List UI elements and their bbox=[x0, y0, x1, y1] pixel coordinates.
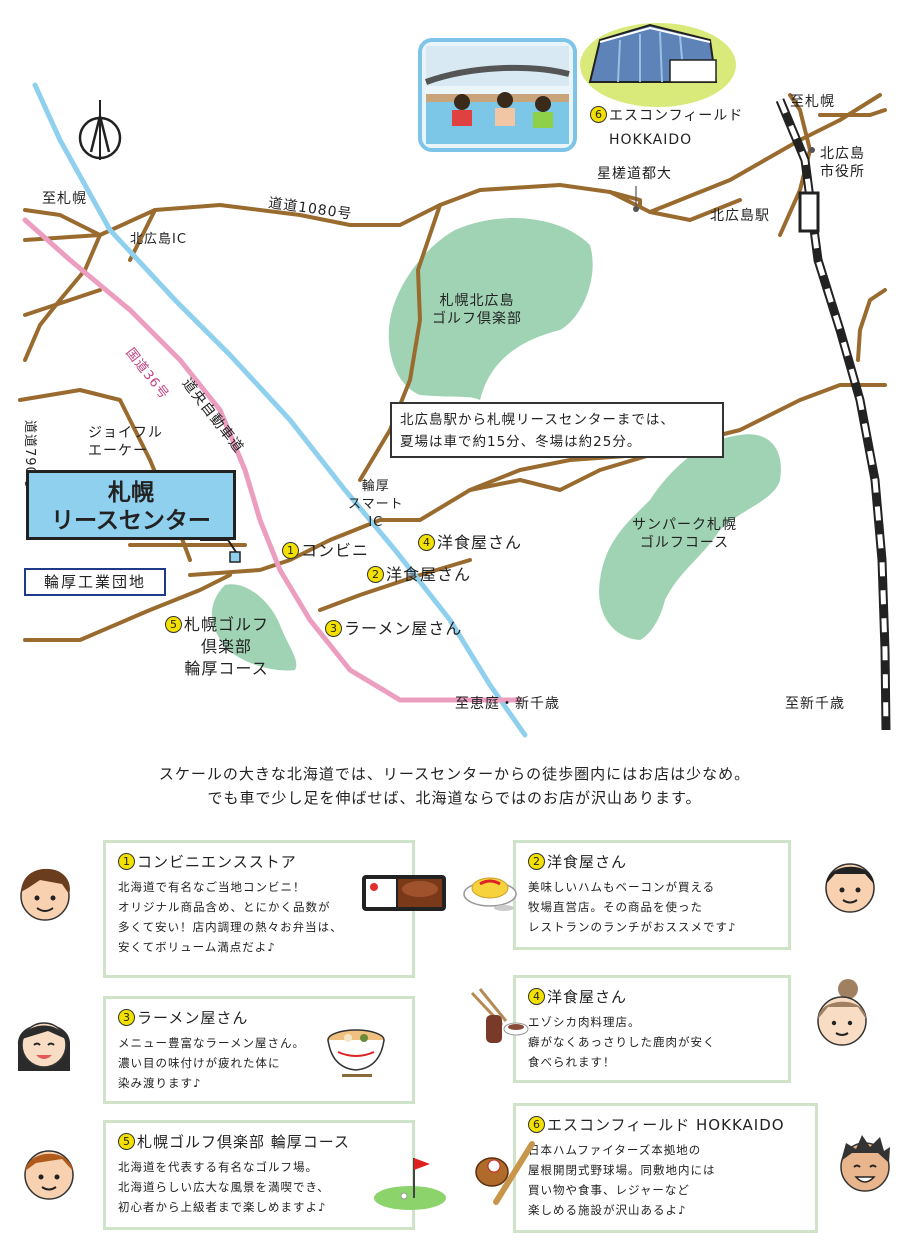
golf-area-wattsu bbox=[211, 584, 297, 671]
access-note: 北広島駅から札幌リースセンターまでは、 夏場は車で約15分、冬場は約25分。 bbox=[390, 402, 724, 458]
spot-label: 札幌ゴルフ 倶楽部 輪厚コース bbox=[184, 615, 270, 678]
card-number-badge: 1 bbox=[118, 853, 135, 870]
label-kitahiroshima-station: 北広島駅 bbox=[710, 208, 770, 224]
map-drawing bbox=[18, 23, 891, 738]
university-dot bbox=[633, 206, 639, 212]
kitahiroshima-station-mark bbox=[798, 191, 820, 233]
label-to-sapporo-top: 至札幌 bbox=[790, 94, 835, 110]
card-body: 北海道で有名なご当地コンビニ！ オリジナル商品含め、とにかく品数が 多くて安い！… bbox=[118, 880, 343, 954]
card-title-text: コンビニエンスストア bbox=[137, 853, 297, 871]
intro-text: スケールの大きな北海道では、リースセンターからの徒歩圏内にはお店は少なめ。 でも… bbox=[0, 762, 909, 810]
intro-line-2: でも車で少し足を伸ばせば、北海道ならではのお店が沢山あります。 bbox=[207, 789, 702, 807]
card-title-text: 洋食屋さん bbox=[547, 988, 628, 1006]
smiling-man-face-icon bbox=[840, 1135, 890, 1192]
card-body: 日本ハムファイターズ本拠地の 屋根開閉式野球場。同敷地内には 買い物や食事、レジ… bbox=[528, 1143, 716, 1217]
label-city-hall: 北広島 市役所 bbox=[820, 146, 865, 180]
girl-face-icon bbox=[17, 1022, 71, 1071]
spot-label: 洋食屋さん bbox=[437, 533, 523, 552]
card-title-text: エスコンフィールド HOKKAIDO bbox=[547, 1116, 785, 1134]
man-face-icon bbox=[24, 1150, 74, 1200]
omelette-rice-icon bbox=[463, 877, 517, 911]
area-map: 至札幌 至札幌 北広島 市役所 星槎道都大 北広島駅 道道1080号 北広島IC… bbox=[18, 23, 891, 738]
stadium-building-icon bbox=[580, 23, 736, 107]
label-to-sapporo-left: 至札幌 bbox=[42, 191, 87, 207]
woman-bun-face-icon bbox=[817, 979, 867, 1046]
label-wattsu-smart-ic: 輪厚 スマート IC bbox=[348, 479, 404, 530]
compass-icon bbox=[78, 100, 122, 160]
lease-center-label: 札幌 リースセンター bbox=[26, 470, 236, 540]
card-body: メニュー豊富なラーメン屋さん。 濃い目の味付けが疲れた体に 染み渡ります♪ bbox=[118, 1036, 306, 1090]
center-pointer bbox=[200, 539, 237, 553]
spot-label: エスコンフィールド HOKKAIDO bbox=[609, 108, 744, 148]
ramen-bowl-icon bbox=[327, 1029, 385, 1077]
label-kitahiroshima-ic: 北広島IC bbox=[130, 232, 187, 247]
card-title-text: 洋食屋さん bbox=[547, 853, 628, 871]
card-number-badge: 3 bbox=[118, 1009, 135, 1026]
boy-face-icon bbox=[20, 868, 70, 921]
card-number-badge: 4 bbox=[528, 988, 545, 1005]
golf-green-icon bbox=[374, 1158, 446, 1210]
label-to-eniwa: 至恵庭・新千歳 bbox=[455, 696, 560, 712]
bento-box-icon bbox=[362, 875, 446, 911]
card-body: 北海道を代表する有名なゴルフ場。 北海道らしい広大な風景を満喫でき、 初心者から… bbox=[118, 1160, 330, 1214]
label-university: 星槎道都大 bbox=[597, 166, 672, 182]
spot-number-badge: 2 bbox=[367, 566, 384, 583]
card-number-badge: 2 bbox=[528, 853, 545, 870]
card-number-badge: 5 bbox=[118, 1133, 135, 1150]
spot-label: コンビニ bbox=[301, 541, 370, 560]
spot-number-badge: 1 bbox=[282, 542, 299, 559]
card-title-text: 札幌ゴルフ倶楽部 輪厚コース bbox=[137, 1133, 351, 1151]
baseball-bat-glove-icon bbox=[475, 1141, 535, 1205]
spot-number-badge: 6 bbox=[590, 106, 607, 123]
golf-area-kitahiroshima bbox=[388, 218, 593, 400]
spot-label: ラーメン屋さん bbox=[344, 619, 463, 638]
card-body: エゾシカ肉料理店。 癖がなくあっさりした鹿肉が安く 食べられます！ bbox=[528, 1015, 716, 1069]
spot-label: 洋食屋さん bbox=[386, 565, 472, 584]
spot-number-badge: 4 bbox=[418, 534, 435, 551]
label-sunpark: サンパーク札幌 ゴルフコース bbox=[632, 517, 737, 551]
spot-number-badge: 5 bbox=[165, 616, 182, 633]
label-to-shinchitose: 至新千歳 bbox=[785, 696, 845, 712]
card-title-text: ラーメン屋さん bbox=[137, 1009, 249, 1027]
stadium-illustration bbox=[418, 38, 577, 152]
intro-line-1: スケールの大きな北海道では、リースセンターからの徒歩圏内にはお店は少なめ。 bbox=[158, 765, 751, 783]
label-golf-kitahiroshima: 札幌北広島 ゴルフ倶楽部 bbox=[432, 293, 522, 327]
expressway-line bbox=[32, 82, 528, 738]
golf-area-sunpark bbox=[599, 434, 781, 640]
city-hall-dot bbox=[809, 147, 815, 153]
boy-face-icon-2 bbox=[825, 863, 875, 913]
card-body: 美味しいハムもベーコンが買える 牧場直営店。その商品を使った レストランのランチ… bbox=[528, 880, 737, 934]
spot-number-badge: 3 bbox=[325, 620, 342, 637]
label-joyful: ジョイフル エーケー bbox=[88, 425, 163, 459]
skewer-meat-icon bbox=[470, 988, 529, 1043]
national-route-36-line bbox=[22, 217, 523, 703]
card-number-badge: 6 bbox=[528, 1116, 545, 1133]
industrial-park-label: 輪厚工業団地 bbox=[24, 568, 166, 596]
